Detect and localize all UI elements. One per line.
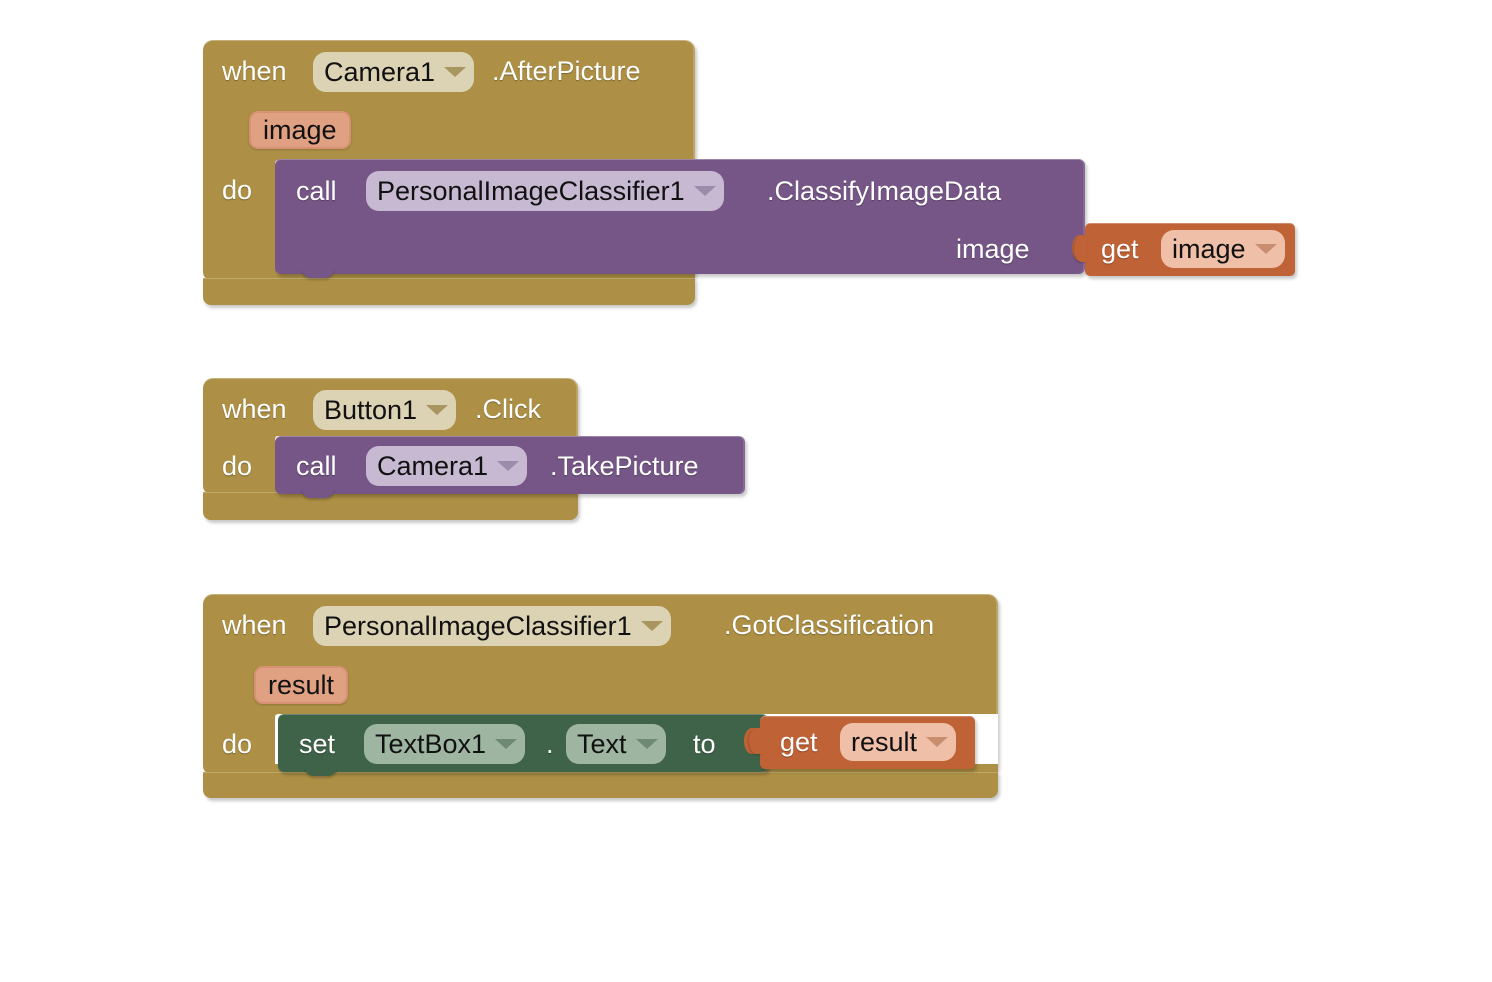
component-name: PersonalImageClassifier1 [377,175,685,206]
when-label: when [222,56,287,86]
event-name-label: .GotClassification [724,610,935,640]
call-block-takepicture[interactable]: call Camera1 .TakePicture [275,436,745,498]
chevron-down-icon [426,405,449,415]
component-name: Camera1 [324,56,436,87]
when-label: when [222,610,287,640]
event-name-label: .Click [475,394,541,424]
chevron-down-icon [495,739,518,749]
component-name: TextBox1 [375,728,487,759]
component-dropdown-camera1[interactable]: Camera1 [313,52,475,92]
property-name: Text [577,728,627,759]
argument-socket-label-image: image [956,234,1030,264]
chevron-down-icon [497,461,520,471]
component-dropdown-personalimageclassifier1[interactable]: PersonalImageClassifier1 [366,171,724,211]
when-label: when [222,394,287,424]
value-plug [749,728,762,754]
variable-dropdown-image[interactable]: image [1161,230,1285,268]
method-name-label: .TakePicture [550,451,699,481]
component-dropdown-personalimageclassifier1[interactable]: PersonalImageClassifier1 [313,606,671,646]
set-label: set [299,729,336,759]
event-parameter-label: result [268,669,335,700]
value-plug [1074,236,1087,262]
chevron-down-icon [640,621,663,631]
event-parameter-result[interactable]: result [254,666,349,704]
get-label: get [780,727,818,757]
call-label: call [296,451,337,481]
variable-name: result [851,726,918,757]
event-block-foot [203,278,695,305]
do-label: do [222,729,253,759]
getter-block-result[interactable]: get result [749,716,975,769]
call-label: call [296,176,337,206]
method-name-label: .ClassifyImageData [767,176,1002,206]
event-parameter-image[interactable]: image [249,111,351,149]
variable-dropdown-result[interactable]: result [840,723,957,761]
chevron-down-icon [444,67,467,77]
do-label: do [222,175,253,205]
statement-notch [305,766,337,776]
variable-name: image [1172,233,1246,264]
dot-separator: . [546,729,554,759]
component-dropdown-textbox1[interactable]: TextBox1 [364,724,526,764]
statement-notch [302,268,334,278]
do-label: do [222,451,253,481]
event-block-foot [203,772,998,798]
setter-block-textbox1-text[interactable]: set TextBox1 . Text to [278,714,768,776]
call-block-classifyimagedata[interactable]: call PersonalImageClassifier1 .ClassifyI… [275,159,1085,278]
get-label: get [1101,234,1139,264]
component-dropdown-button1[interactable]: Button1 [313,390,457,430]
component-dropdown-camera1[interactable]: Camera1 [366,446,528,486]
chevron-down-icon [635,739,658,749]
chevron-down-icon [926,737,949,747]
chevron-down-icon [1254,244,1277,254]
to-label: to [693,729,716,759]
statement-notch [302,488,334,498]
component-name: PersonalImageClassifier1 [324,610,632,641]
event-parameter-label: image [263,114,337,145]
getter-block-image[interactable]: get image [1074,223,1295,276]
chevron-down-icon [693,186,716,196]
event-block-foot [203,492,578,520]
component-name: Button1 [324,394,418,425]
event-name-label: .AfterPicture [492,56,641,86]
property-dropdown-text[interactable]: Text [566,724,666,764]
component-name: Camera1 [377,450,489,481]
